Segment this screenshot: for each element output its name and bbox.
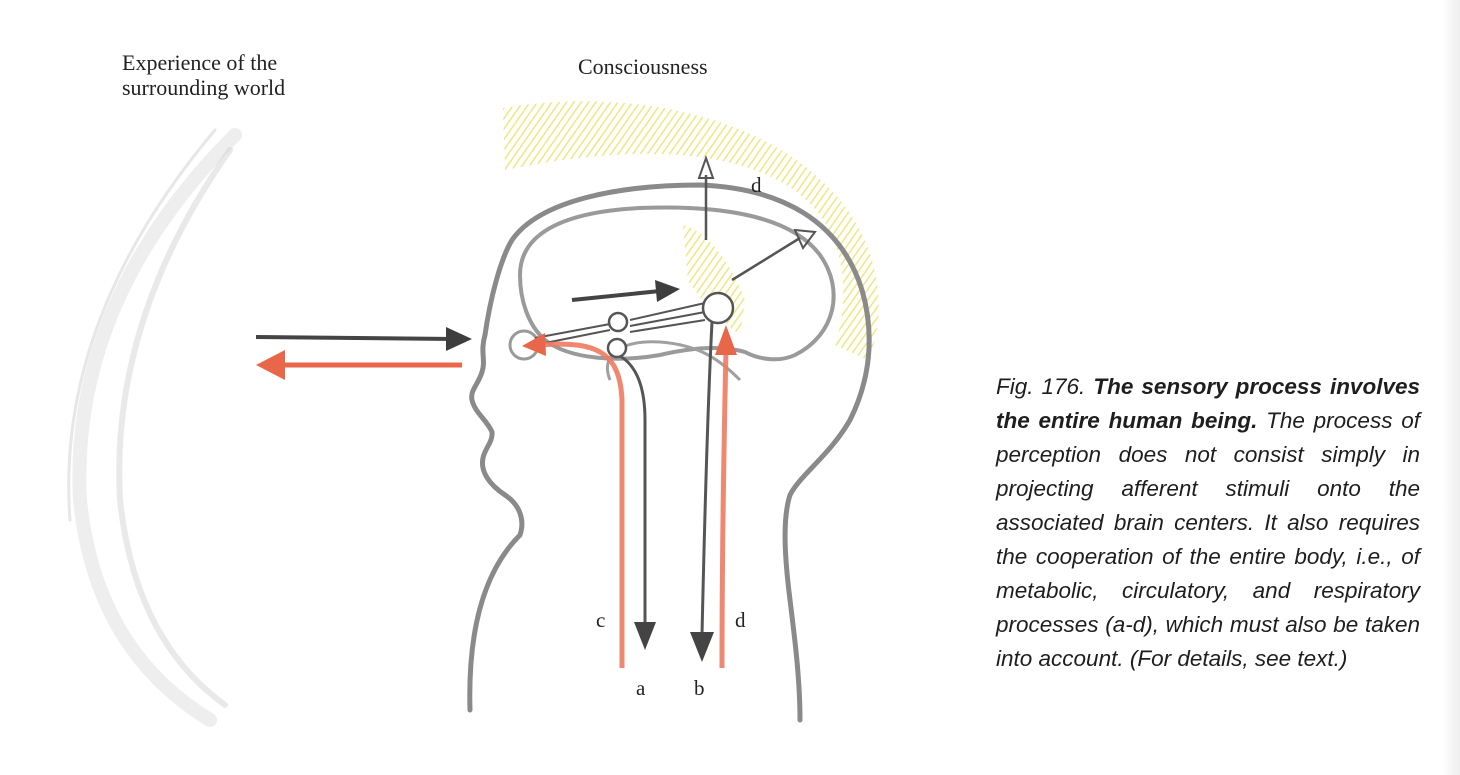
caption-fig-number: Fig. 176. <box>996 374 1086 399</box>
letter-d-bottom: d <box>735 608 746 632</box>
optic-pathway <box>534 302 706 346</box>
brain-outline <box>517 205 836 362</box>
consciousness-zone <box>503 101 879 361</box>
red-arrowhead-d <box>715 325 737 355</box>
consciousness-label: Consciousness <box>578 54 708 79</box>
dark-path-b <box>700 321 714 636</box>
brain-dark-arrow <box>571 280 680 302</box>
figure-caption: Fig. 176. The sensory process involves t… <box>996 370 1420 676</box>
cortex-node <box>701 291 735 325</box>
relay-node-upper <box>607 311 629 333</box>
arrow-to-consciousness <box>731 228 817 282</box>
caption-body: The process of perception does not consi… <box>996 408 1420 671</box>
world-experience-label: Experience of the surrounding world <box>122 50 286 100</box>
red-path-c <box>539 341 625 668</box>
relay-node-lower <box>606 337 628 359</box>
letter-d-top: d <box>751 173 762 197</box>
arrow-d-up <box>697 154 715 240</box>
letter-a: a <box>636 676 646 700</box>
dark-arrowhead-b <box>690 632 714 662</box>
head-outline <box>467 182 872 723</box>
outgoing-red-arrow <box>256 350 462 380</box>
red-path-d <box>719 349 729 669</box>
page-edge-shadow <box>1442 0 1460 775</box>
letter-c: c <box>596 608 606 632</box>
red-arrowhead-c <box>522 333 546 356</box>
dark-path-a <box>619 354 647 625</box>
sensory-process-diagram <box>67 101 879 727</box>
incoming-stimulus-arrow <box>255 327 472 351</box>
caption-title: The sensory process involves the entire … <box>996 374 1420 433</box>
letter-b: b <box>694 676 705 700</box>
world-aura <box>67 128 242 727</box>
dark-arrowhead-a <box>634 622 656 650</box>
